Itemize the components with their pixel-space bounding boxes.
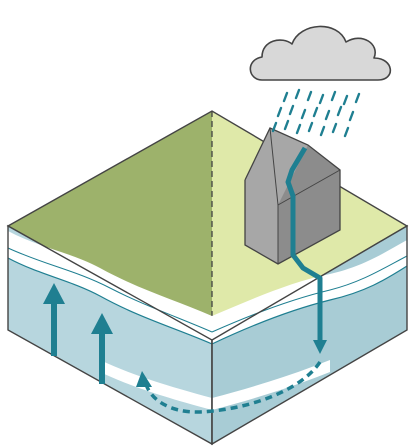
rain-drop bbox=[296, 90, 299, 98]
rain-drop bbox=[297, 125, 300, 133]
rain-drop bbox=[344, 96, 347, 104]
rain-drop bbox=[290, 106, 293, 114]
cloud-shape bbox=[250, 26, 390, 80]
rain-drops-icon bbox=[273, 90, 359, 136]
rain-drop bbox=[278, 108, 281, 116]
rain-drop bbox=[326, 111, 329, 119]
rain-drop bbox=[321, 127, 324, 135]
rain-cloud-icon bbox=[250, 26, 390, 80]
rain-drop bbox=[320, 95, 323, 103]
rain-drop bbox=[302, 110, 305, 118]
rain-drop bbox=[309, 123, 312, 131]
rain-drop bbox=[350, 112, 353, 120]
rain-drop bbox=[308, 92, 311, 100]
rain-drop bbox=[332, 92, 335, 100]
rain-drop bbox=[284, 93, 287, 101]
rain-drop bbox=[356, 94, 359, 102]
rain-drop bbox=[333, 124, 336, 132]
rain-drop bbox=[285, 121, 288, 129]
rain-drop bbox=[345, 128, 348, 136]
rain-drop bbox=[338, 107, 341, 115]
rain-drop bbox=[314, 108, 317, 116]
